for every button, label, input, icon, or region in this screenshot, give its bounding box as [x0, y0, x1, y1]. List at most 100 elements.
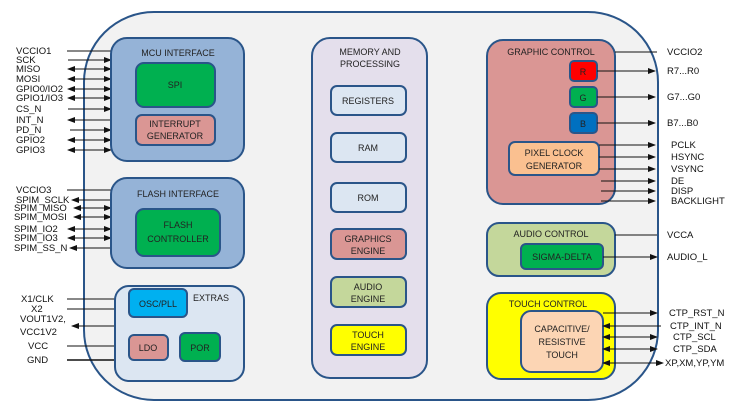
pin-label: VCC — [28, 341, 48, 352]
pin-label: VOUT1V2, — [20, 314, 66, 325]
sigma-delta-label: SIGMA-DELTA — [532, 252, 592, 262]
pin-label: G7...G0 — [667, 92, 700, 103]
pin-label: B7...B0 — [667, 118, 698, 129]
memory-title-2: PROCESSING — [340, 59, 400, 69]
pin-label: VCCIO3 — [16, 185, 51, 196]
por-label: POR — [190, 343, 210, 353]
osc-pll-label: OSC/PLL — [139, 299, 177, 309]
interrupt-generator-block — [135, 114, 216, 146]
flash-pin-wires — [67, 189, 112, 251]
pin-label: SPIM_MISO — [14, 203, 67, 214]
audio-control-title: AUDIO CONTROL — [513, 229, 588, 239]
extras-title: EXTRAS — [193, 293, 229, 303]
audio-engine-label-1: AUDIO — [354, 282, 383, 292]
graphic-pin-wires — [597, 51, 657, 204]
interrupt-label-1: INTERRUPT — [149, 119, 201, 129]
pin-label: PD_N — [16, 125, 41, 136]
flash-controller-label-2: CONTROLLER — [147, 234, 209, 244]
pin-label: X1/CLK — [21, 294, 54, 305]
pin-label: VSYNC — [671, 164, 704, 175]
pin-label: GND — [27, 355, 48, 366]
pin-label: DISP — [671, 186, 693, 197]
pixel-clock-label-2: GENERATOR — [526, 161, 583, 171]
flash-controller-block — [135, 208, 221, 257]
audio-engine-block — [330, 276, 407, 308]
pin-label: GPIO2 — [16, 135, 45, 146]
graphic-control-title: GRAPHIC CONTROL — [507, 47, 595, 57]
pin-label: CTP_RST_N — [669, 308, 725, 319]
pin-label: AUDIO_L — [667, 252, 708, 263]
pin-label: HSYNC — [671, 152, 704, 163]
extras-pin-labels: X1/CLK X2 VOUT1V2, VCC1V2 VCC GND — [20, 294, 66, 366]
mcu-pin-wires — [67, 50, 112, 153]
mcu-interface-block: MCU INTERFACE SPI INTERRUPT GENERATOR — [110, 37, 245, 162]
ldo-block — [128, 334, 169, 361]
pin-label: SPIM_SCLK — [16, 195, 70, 206]
pin-label: MISO — [16, 64, 40, 75]
touch-pin-labels: CTP_RST_N CTP_INT_N CTP_SCL CTP_SDA XP,X… — [665, 308, 725, 369]
audio-pin-labels: VCCA AUDIO_L — [667, 230, 708, 263]
pin-label: SCK — [16, 55, 36, 66]
pin-label: MOSI — [16, 74, 40, 85]
pin-label: SPIM_IO3 — [14, 233, 58, 244]
graphics-engine-label-1: GRAPHICS — [344, 234, 391, 244]
pin-label: VCCIO1 — [16, 46, 51, 57]
flash-interface-title: FLASH INTERFACE — [137, 189, 219, 199]
ram-label: RAM — [358, 143, 378, 153]
g-label: G — [579, 93, 586, 103]
pin-label: SPIM_MOSI — [14, 212, 67, 223]
pin-label: CTP_SCL — [673, 332, 716, 343]
pin-label: XP,XM,YP,YM — [665, 358, 724, 369]
flash-interface-block: FLASH INTERFACE FLASH CONTROLLER — [110, 177, 245, 269]
registers-block — [330, 85, 407, 116]
touch-control-block: TOUCH CONTROL CAPACITIVE/ RESISTIVE TOUC… — [486, 292, 616, 380]
touch-engine-label-2: ENGINE — [351, 342, 386, 352]
b-label: B — [580, 119, 586, 129]
pin-label: SPIM_IO2 — [14, 224, 58, 235]
touch-pin-wires — [602, 310, 664, 366]
pin-label: VCCIO2 — [667, 47, 702, 58]
pin-label: CTP_INT_N — [670, 321, 722, 332]
ram-block — [330, 132, 407, 163]
touch-inner-label-3: TOUCH — [546, 350, 578, 360]
memory-processing-block: MEMORY AND PROCESSING REGISTERS RAM ROM … — [311, 37, 428, 379]
flash-pin-labels: VCCIO3 SPIM_SCLK SPIM_MISO SPIM_MOSI SPI… — [14, 185, 70, 254]
touch-engine-block — [330, 324, 407, 356]
pin-label: VCC1V2 — [20, 327, 57, 338]
spi-label: SPI — [168, 80, 183, 90]
registers-label: REGISTERS — [342, 96, 394, 106]
pin-label: INT_N — [16, 115, 44, 126]
touch-engine-label-1: TOUCH — [352, 330, 384, 340]
pin-label: GPIO0/IO2 — [16, 84, 63, 95]
pin-label: DE — [671, 176, 684, 187]
touch-control-title: TOUCH CONTROL — [509, 299, 587, 309]
graphic-control-block: GRAPHIC CONTROL R G B PIXEL CLOCK GENERA… — [486, 39, 616, 205]
audio-control-block: AUDIO CONTROL SIGMA-DELTA — [486, 222, 616, 277]
extras-block: EXTRAS OSC/PLL LDO POR — [114, 285, 245, 382]
touch-inner-label-1: CAPACITIVE/ — [534, 324, 590, 334]
pin-label: VCCA — [667, 230, 694, 241]
memory-title-1: MEMORY AND — [339, 47, 401, 57]
ldo-label: LDO — [139, 343, 158, 353]
interrupt-label-2: GENERATOR — [147, 131, 204, 141]
r-label: R — [580, 67, 587, 77]
pixel-clock-label-1: PIXEL CLOCK — [525, 148, 584, 158]
touch-inner-label-2: RESISTIVE — [538, 337, 585, 347]
pin-label: CS_N — [16, 104, 41, 115]
mcu-interface-title: MCU INTERFACE — [141, 48, 215, 58]
graphic-pin-labels: VCCIO2 R7...R0 G7...G0 B7...B0 PCLK HSYN… — [667, 47, 725, 207]
pin-label: GPIO3 — [16, 145, 45, 156]
pin-label: PCLK — [671, 140, 696, 151]
graphics-engine-block — [330, 228, 407, 260]
pin-label: BACKLIGHT — [671, 196, 725, 207]
pin-label: GPIO1/IO3 — [16, 93, 63, 104]
graphics-engine-label-2: ENGINE — [351, 246, 386, 256]
capacitive-resistive-touch-block — [520, 310, 604, 373]
pin-label: R7...R0 — [667, 66, 699, 77]
audio-pin-wires — [603, 234, 658, 260]
mcu-pin-labels: VCCIO1 SCK MISO MOSI GPIO0/IO2 GPIO1/IO3… — [16, 46, 63, 156]
flash-controller-label-1: FLASH — [163, 220, 192, 230]
rom-label: ROM — [358, 193, 379, 203]
pixel-clock-generator-block — [508, 141, 600, 176]
